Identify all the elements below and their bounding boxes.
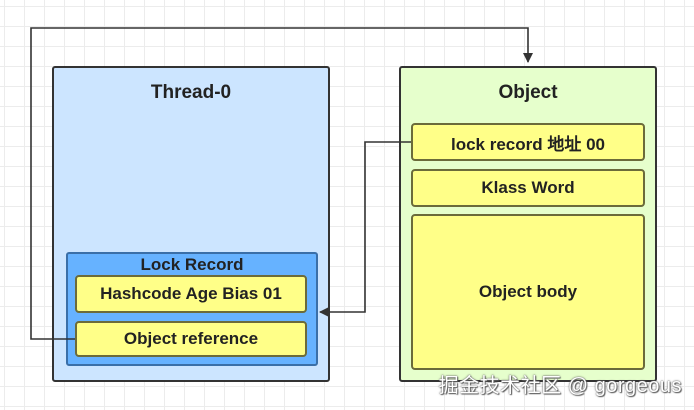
object-body-cell: Object body xyxy=(411,214,645,370)
object-title: Object xyxy=(498,82,558,103)
object-reference-cell: Object reference xyxy=(75,321,307,357)
lock-record-title: Lock Record xyxy=(140,255,244,274)
lock-record-address-cell: lock record 地址 00 xyxy=(411,123,645,161)
watermark: 掘金技术社区 @ gorgeous xyxy=(438,375,682,397)
hashcode-age-bias-cell: Hashcode Age Bias 01 xyxy=(75,275,307,313)
object-reference-arrow xyxy=(30,27,533,340)
thread-title: Thread-0 xyxy=(150,82,232,103)
lock-record-pointer-arrow xyxy=(319,141,411,317)
klass-word-cell: Klass Word xyxy=(411,169,645,207)
